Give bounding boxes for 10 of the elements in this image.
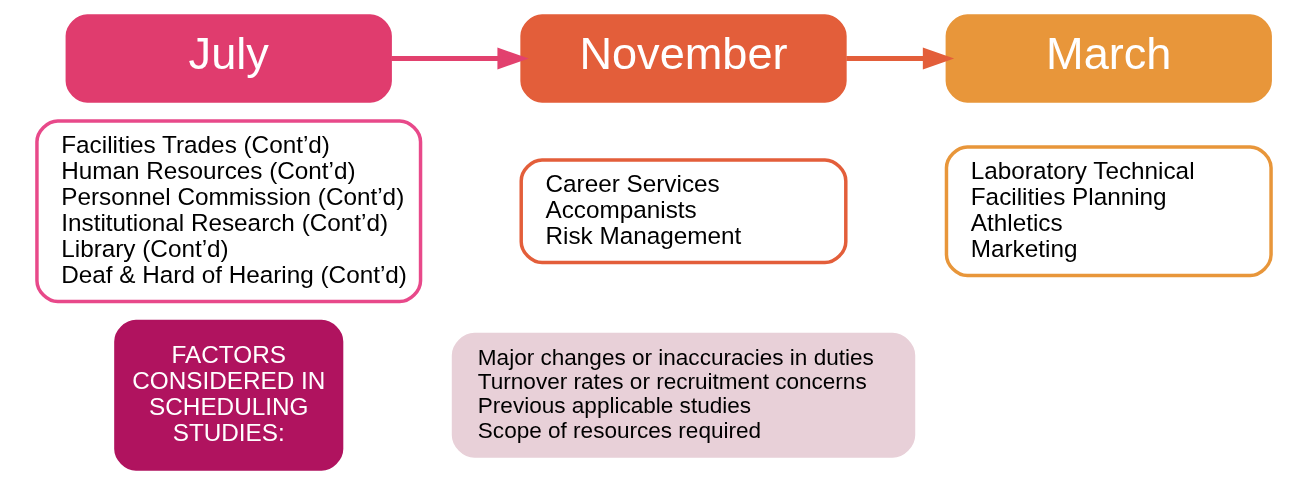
node-box: March (945, 14, 1272, 103)
node-box: Career Services Accompanists Risk Management (519, 158, 848, 265)
node-box: July (65, 14, 392, 103)
node-box: Major changes or inaccuracies in duties Turnover rates or recruitment concerns Previous applicable studies Scope of resources required (451, 332, 915, 458)
node-box: FACTORS CONSIDERED IN SCHEDULING STUDIES: (113, 319, 343, 471)
node-box: November (519, 14, 847, 103)
node-box: Facilities Trades (Cont’d) Human Resources (Cont’d) Personnel Commission (Cont’d) Institutional Research (Cont’d) Library (Cont’d) Deaf & Hard of Hearing (Cont’d) (34, 119, 422, 304)
arrow (845, 47, 954, 70)
arrow (390, 47, 529, 70)
node-box: Laboratory Technical Facilities Planning Athletics Marketing (944, 145, 1273, 278)
